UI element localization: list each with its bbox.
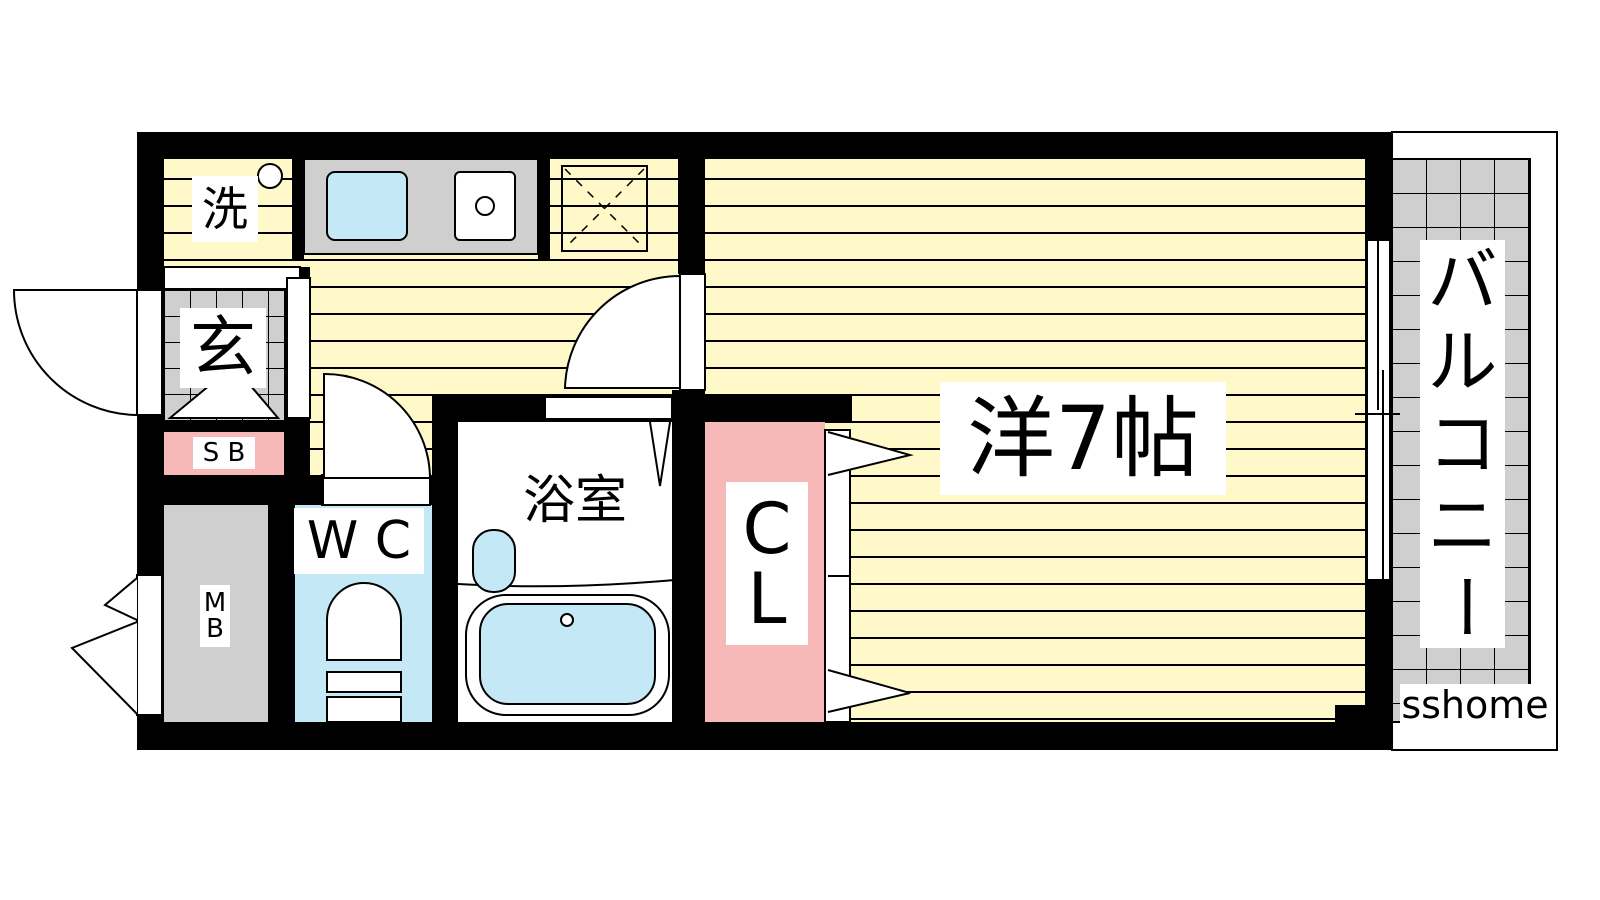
balcony-char: ー — [1421, 572, 1504, 643]
balcony-char: ル — [1427, 321, 1498, 404]
bathroom-label: 浴室 — [522, 471, 627, 531]
watermark: sshome — [1400, 683, 1550, 727]
entrance-label: 玄 — [180, 308, 266, 388]
meter-box-label: M B — [200, 585, 230, 647]
closet-label: C L — [726, 482, 808, 645]
fridge-space — [561, 165, 648, 252]
sink — [326, 171, 408, 241]
interior-walls — [164, 132, 1392, 750]
balcony-char: ニ — [1427, 484, 1498, 567]
balcony-char: バ — [1427, 239, 1498, 322]
kitchen-counter — [257, 158, 648, 259]
shoe-box-label: S B — [193, 437, 255, 469]
meter-box-label-b: B — [206, 614, 224, 644]
main-room-label: 洋7帖 — [940, 382, 1226, 495]
bathtub — [457, 529, 676, 716]
meter-box-label-m: M — [203, 588, 227, 618]
balcony-window[interactable] — [1355, 239, 1400, 581]
washer-label: 洗 — [192, 176, 258, 242]
toilet-label: W C — [294, 508, 424, 574]
stove — [454, 171, 516, 241]
washer-drain-icon — [257, 163, 283, 189]
balcony-char: コ — [1427, 402, 1498, 485]
closet-label-l: L — [747, 557, 787, 640]
balcony-label: バ ル コ ニ ー — [1420, 240, 1505, 648]
closet-label-c: C — [742, 487, 792, 570]
toilet-fixture — [326, 582, 402, 723]
doors[interactable] — [12, 273, 914, 716]
